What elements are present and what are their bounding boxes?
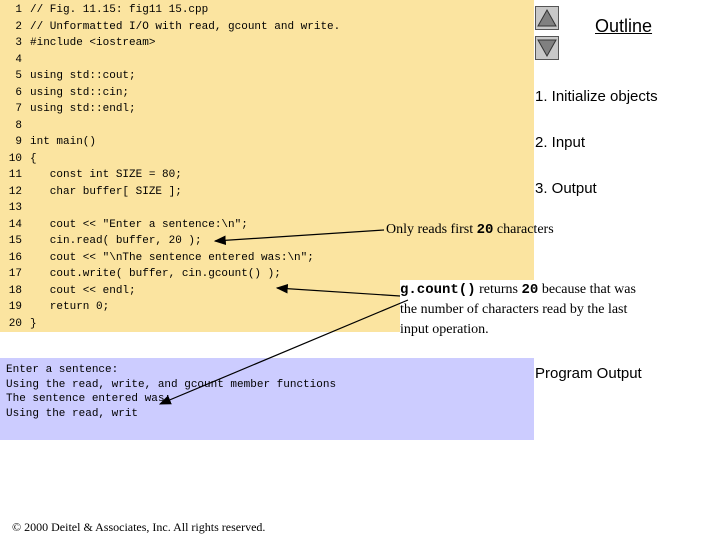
code-line: 13 xyxy=(0,200,534,216)
code-line: 15 cin.read( buffer, 20 ); xyxy=(0,233,534,249)
code-line: 9 int main() xyxy=(0,134,534,150)
line-number: 18 xyxy=(8,284,22,297)
output-line: Using the read, writ xyxy=(6,407,139,420)
line-number: 1 xyxy=(15,4,22,16)
code-text: cout << "\nThe sentence entered was:\n"; xyxy=(30,251,314,264)
code-line: 17 cout.write( buffer, cin.gcount() ); xyxy=(0,266,534,282)
code-line: 3 #include <iostream> xyxy=(0,35,534,51)
code-text: { xyxy=(30,152,37,165)
line-number: 16 xyxy=(8,251,22,264)
code-text: #include <iostream> xyxy=(30,37,156,49)
code-text: cout << "Enter a sentence:\n"; xyxy=(30,218,248,231)
code-line: 4 xyxy=(0,52,534,68)
copyright-footer: © 2000 Deitel & Associates, Inc. All rig… xyxy=(12,520,266,534)
code-text: char buffer[ SIZE ]; xyxy=(30,185,182,198)
gcount-callout: g.count() returns 20 because that was th… xyxy=(400,280,656,340)
line-number: 13 xyxy=(8,202,22,214)
code-line: 19 return 0; xyxy=(0,299,534,315)
gcount-callout-code: g.count() xyxy=(400,282,476,298)
code-text: cout << endl; xyxy=(30,284,136,297)
code-text: } xyxy=(30,317,37,330)
code-text: // Unformatted I/O with read, gcount and… xyxy=(30,20,341,33)
line-number: 17 xyxy=(8,268,22,280)
code-line: 8 xyxy=(0,118,534,134)
line-number: 15 xyxy=(8,235,22,247)
code-text: using std::cout; xyxy=(30,70,136,82)
code-listing-panel: 1 // Fig. 11.15: fig11 15.cpp 2 // Unformat… xyxy=(0,0,534,332)
gcount-arrow-output xyxy=(158,299,409,405)
read-callout-prefix: Only reads first xyxy=(386,222,477,237)
code-line: 14 cout << "Enter a sentence:\n"; xyxy=(0,217,534,233)
outline-title[interactable]: Outline xyxy=(595,16,653,36)
line-number: 9 xyxy=(15,136,22,148)
line-number: 2 xyxy=(15,20,22,33)
read-callout: Only reads first 20 characters xyxy=(386,222,554,238)
code-line: 5 using std::cout; xyxy=(0,68,534,84)
code-text: return 0; xyxy=(30,301,110,313)
code-line: 1 // Fig. 11.15: fig11 15.cpp xyxy=(0,2,534,18)
triangle-up-icon xyxy=(537,8,557,27)
line-number: 7 xyxy=(15,103,22,115)
line-number: 5 xyxy=(15,70,22,82)
read-callout-suffix: characters xyxy=(493,222,554,237)
line-number: 11 xyxy=(8,169,22,181)
line-number: 14 xyxy=(8,218,22,231)
next-slide-button[interactable] xyxy=(535,36,559,60)
triangle-down-icon xyxy=(537,39,557,58)
code-text: using std::cin; xyxy=(30,86,130,99)
output-line: Enter a sentence: xyxy=(6,364,119,376)
gcount-arrow-code xyxy=(275,283,401,297)
line-number: 3 xyxy=(15,37,22,49)
read-callout-code: 20 xyxy=(476,222,494,238)
code-text: int main() xyxy=(30,136,97,148)
code-text: const int SIZE = 80; xyxy=(30,169,182,181)
line-number: 8 xyxy=(15,119,22,132)
code-line: 18 cout << endl; xyxy=(0,283,534,299)
code-text: cin.read( buffer, 20 ); xyxy=(30,235,202,247)
outline-item-program-output: Program Output xyxy=(535,365,642,382)
code-line: 2 // Unformatted I/O with read, gcount an… xyxy=(0,19,534,35)
program-output-panel: Enter a sentence:Using the read, write, … xyxy=(0,358,534,440)
line-number: 12 xyxy=(8,185,22,198)
read-arrow xyxy=(213,229,385,246)
line-number: 19 xyxy=(8,301,22,313)
code-text: using std::endl; xyxy=(30,103,136,115)
line-number: 6 xyxy=(15,86,22,99)
line-number: 4 xyxy=(15,53,22,66)
gcount-callout-part2: because that was the number of character… xyxy=(400,282,636,337)
outline-item-input: 2. Input xyxy=(535,134,586,151)
code-text: // Fig. 11.15: fig11 15.cpp xyxy=(30,4,209,16)
code-line: 7 using std::endl; xyxy=(0,101,534,117)
outline-item-output: 3. Output xyxy=(535,180,597,197)
code-line: 20} xyxy=(0,316,534,332)
outline-item-initialize: 1. Initialize objects xyxy=(535,88,658,105)
gcount-callout-part1: returns xyxy=(475,282,522,297)
line-number: 10 xyxy=(8,152,22,165)
code-line: 16 cout << "\nThe sentence entered was:\… xyxy=(0,250,534,266)
code-line: 11 const int SIZE = 80; xyxy=(0,167,534,183)
code-line: 12 char buffer[ SIZE ]; xyxy=(0,184,534,200)
code-text: cout.write( buffer, cin.gcount() ); xyxy=(30,268,281,280)
code-line: 6 using std::cin; xyxy=(0,85,534,101)
gcount-callout-code2: 20 xyxy=(521,282,539,298)
line-number: 20 xyxy=(8,317,22,330)
code-line: 10 { xyxy=(0,151,534,167)
previous-slide-button[interactable] xyxy=(535,6,559,30)
